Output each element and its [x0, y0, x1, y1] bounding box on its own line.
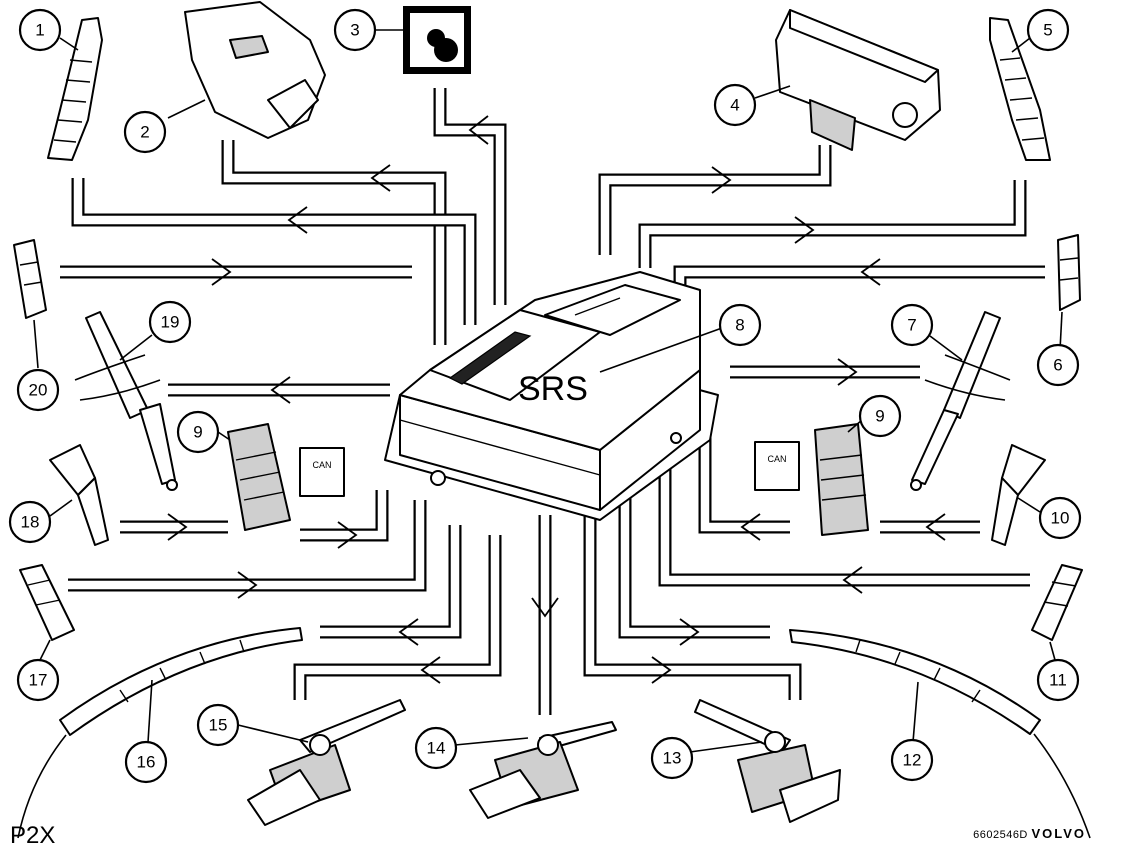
part-13-mechanism	[689, 699, 841, 823]
callout-4: 4	[713, 83, 757, 127]
part-20-sensor	[13, 239, 47, 369]
callout-12: 12	[890, 738, 934, 782]
figure-reference: 6602546D VOLVO	[973, 826, 1086, 841]
svg-text:7: 7	[907, 316, 916, 335]
callout-9-left: 9	[176, 410, 220, 454]
part-11-sensor	[1031, 564, 1083, 661]
callout-20: 20	[16, 368, 60, 412]
signal-channels	[60, 88, 1045, 715]
part-7-belt-pretensioner	[910, 311, 1011, 491]
part-3-srs-warning-lamp	[373, 6, 471, 74]
svg-text:17: 17	[29, 671, 48, 690]
callout-2: 2	[123, 110, 167, 154]
srs-label: SRS	[518, 370, 588, 408]
callout-10: 10	[1038, 496, 1082, 540]
figure-code: 6602546D	[973, 829, 1028, 841]
callout-15: 15	[196, 703, 240, 747]
svg-text:4: 4	[730, 96, 739, 115]
brand-logo: VOLVO	[1031, 826, 1086, 841]
callout-14: 14	[414, 726, 458, 770]
svg-text:13: 13	[663, 749, 682, 768]
svg-text:18: 18	[21, 513, 40, 532]
callout-7: 7	[890, 303, 934, 347]
srs-control-module: SRS	[384, 271, 723, 521]
svg-text:6: 6	[1053, 356, 1062, 375]
part-2-driver-airbag	[167, 1, 326, 139]
part-6-sensor	[1057, 234, 1081, 351]
svg-text:8: 8	[735, 316, 744, 335]
model-code: P2X	[10, 822, 56, 849]
callout-13: 13	[650, 736, 694, 780]
svg-text:15: 15	[209, 716, 228, 735]
callout-6: 6	[1036, 343, 1080, 387]
callout-11: 11	[1036, 658, 1080, 702]
callout-8: 8	[718, 303, 762, 347]
svg-text:5: 5	[1043, 21, 1052, 40]
callout-18: 18	[8, 500, 52, 544]
svg-text:14: 14	[427, 739, 446, 758]
svg-text:9: 9	[193, 423, 202, 442]
part-14-mechanism	[454, 721, 617, 819]
callout-16: 16	[124, 740, 168, 784]
part-9-left-module	[217, 423, 291, 531]
callouts: 1 2 3 4 5 6 7 8 9 9 10 11 12 13 14 15 16…	[8, 8, 1082, 784]
part-4-passenger-airbag	[754, 9, 941, 151]
part-12-curtain-airbag	[789, 629, 1091, 839]
can-block-left: CAN	[299, 447, 345, 497]
part-17-sensor	[19, 564, 75, 661]
can-text-left: CAN	[312, 460, 331, 470]
svg-text:16: 16	[137, 753, 156, 772]
callout-19: 19	[148, 300, 192, 344]
can-block-right: CAN	[754, 441, 800, 491]
svg-text:9: 9	[875, 407, 884, 426]
svg-text:11: 11	[1049, 671, 1067, 690]
part-16-curtain-airbag	[17, 627, 303, 839]
callout-3: 3	[333, 8, 377, 52]
callout-5: 5	[1026, 8, 1070, 52]
part-19-belt-pretensioner	[74, 311, 178, 491]
svg-text:3: 3	[350, 21, 359, 40]
svg-text:19: 19	[161, 313, 180, 332]
can-text-right: CAN	[767, 454, 786, 464]
flow-arrows	[167, 115, 946, 684]
part-5-side-airbag	[989, 17, 1051, 161]
callout-1: 1	[18, 8, 62, 52]
callout-17: 17	[16, 658, 60, 702]
part-18-seat-buckle	[49, 444, 109, 546]
callout-9-right: 9	[858, 394, 902, 438]
svg-text:20: 20	[29, 381, 48, 400]
svg-text:2: 2	[140, 123, 149, 142]
svg-text:10: 10	[1051, 509, 1070, 528]
part-15-mechanism	[237, 699, 406, 826]
svg-text:12: 12	[903, 751, 922, 770]
part-1-side-airbag	[47, 17, 103, 161]
svg-text:1: 1	[35, 21, 44, 40]
part-9-right-module	[814, 419, 869, 536]
part-10-seat-buckle	[991, 444, 1046, 546]
